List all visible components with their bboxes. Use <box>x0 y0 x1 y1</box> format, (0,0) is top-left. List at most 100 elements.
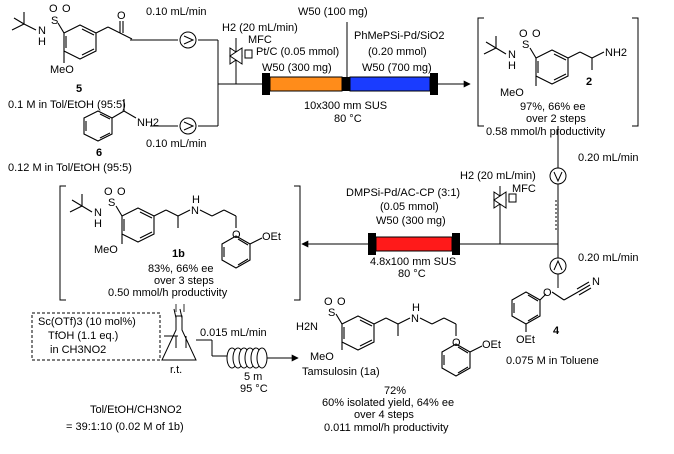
compound-1b-number: 1b <box>172 248 185 260</box>
compound-6-structure <box>83 99 137 142</box>
compound-4-structure <box>511 281 592 332</box>
coil-length: 5 m <box>244 371 263 383</box>
tamsulosin-productivity: 0.011 mmol/h productivity <box>324 422 449 434</box>
c5-s-atom: S <box>51 15 58 27</box>
c5-ketone-o-atom: O <box>117 10 126 22</box>
pump-4-flow-rate: 0.20 mL/min <box>578 252 639 264</box>
tamsulosin-isolated-yield: 60% isolated yield, 64% ee <box>322 397 455 409</box>
tam-h2n-group: H2N <box>296 321 318 333</box>
compound-5-concentration: 0.1 M in Tol/EtOH (95:5) <box>8 99 126 111</box>
c5-o2-atom: O <box>62 3 71 15</box>
tam-o2-atom: O <box>337 296 346 308</box>
compound-4-concentration: 0.075 M in Toluene <box>506 355 599 367</box>
reaction-solvent-mixture: Tol/EtOH/CH3NO2 <box>90 404 182 416</box>
compound-2-number: 2 <box>586 76 592 88</box>
compound-6-concentration: 0.12 M in Tol/EtOH (95:5) <box>8 162 132 174</box>
pump-5-flow-rate: 0.10 mL/min <box>146 6 207 18</box>
c4-oet-group: OEt <box>516 334 535 346</box>
tam-oet-group: OEt <box>482 339 501 351</box>
pump-6-flow-rate: 0.10 mL/min <box>146 138 207 150</box>
tam-nh-h-atom: H <box>412 302 420 314</box>
stage-2-lines <box>458 126 559 258</box>
mfc-top-icon <box>229 47 253 65</box>
c2-o2-atom: O <box>532 28 541 40</box>
h2-top-flow: H2 (20 mL/min) <box>222 22 298 34</box>
c1b-o2-atom: O <box>117 186 126 198</box>
compound-1b-structure <box>69 194 263 269</box>
reactor-1-bed-1: W50 (300 mg) <box>262 62 332 74</box>
tamsulosin-structure <box>335 313 483 377</box>
tam-s-atom: S <box>328 307 335 319</box>
c2-s-atom: S <box>522 39 529 51</box>
flask-icon <box>161 308 197 361</box>
compound-1b-productivity: 0.50 mmol/h productivity <box>108 287 228 299</box>
flask-temperature: r.t. <box>170 364 183 376</box>
reactor-1-bed-2: W50 (700 mg) <box>362 62 432 74</box>
c1b-o1-atom: O <box>104 186 113 198</box>
c5-n-atom: N <box>38 25 46 37</box>
separator-dashes <box>175 304 185 312</box>
c1b-ether-o-atom: O <box>232 229 241 241</box>
c2-meo-group: MeO <box>500 87 524 99</box>
reactor-2-size: 4.8x100 mm SUS <box>370 256 457 268</box>
c6-nh2-group: NH2 <box>137 117 159 129</box>
c2-h-atom: H <box>508 60 516 72</box>
reactor-1-temperature: 80 °C <box>334 113 362 125</box>
c5-meo-group: MeO <box>50 64 74 76</box>
acid-feed-box <box>31 312 161 361</box>
compound-2-bracket <box>477 17 639 127</box>
reactor-1-catalyst-2: PhMePSi-Pd/SiO2 <box>354 30 445 42</box>
compound-2-yield: 97%, 66% ee <box>520 101 586 113</box>
c2-n-atom: N <box>508 49 516 61</box>
c1b-meo-group: MeO <box>94 244 118 256</box>
reactor-3-lines <box>196 339 228 357</box>
reactor-1-catalyst-1: Pt/C (0.05 mmol) <box>256 46 340 58</box>
compound-2-steps: over 2 steps <box>526 113 586 125</box>
compound-5-number: 5 <box>76 83 82 95</box>
mfc-mid-icon <box>493 191 517 209</box>
reactor-2-bed: W50 (300 mg) <box>376 215 446 227</box>
reactor-1-size: 10x300 mm SUS <box>304 100 388 112</box>
mfc-top-label: MFC <box>248 34 272 46</box>
compound-4-number: 4 <box>553 325 560 337</box>
h2-mid-flow: H2 (20 mL/min) <box>460 170 536 182</box>
c4-n-atom: N <box>592 276 600 288</box>
pump-2-flow-rate: 0.20 mL/min <box>578 152 639 164</box>
pump-2-icon <box>549 167 567 185</box>
reactor-1-catalyst-2-amount: (0.20 mmol) <box>368 46 427 58</box>
compound-6-number: 6 <box>96 147 102 159</box>
compound-2-structure <box>483 36 605 86</box>
c2-o1-atom: O <box>519 28 528 40</box>
compound-5-structure <box>11 12 133 63</box>
pump-6-icon <box>179 117 197 135</box>
acid-solvent: in CH3NO2 <box>50 344 107 356</box>
coil-reactor-icon <box>226 347 268 369</box>
reactor-2-catalyst: DMPSi-Pd/AC-CP (3:1) <box>346 187 461 199</box>
compound-1b-bracket <box>59 185 301 301</box>
tam-nh-atom: N <box>411 313 419 325</box>
compound-1b-yield: 83%, 66% ee <box>148 263 214 275</box>
tamsulosin-steps: over 4 steps <box>354 409 414 421</box>
c1b-h-atom: H <box>94 218 102 230</box>
tam-o1-atom: O <box>324 296 333 308</box>
reactor-2-amount: (0.05 mmol) <box>380 201 439 213</box>
c4-o-atom: O <box>543 287 552 299</box>
acid-reagent-1: Sc(OTf)3 (10 mol%) <box>38 316 136 328</box>
tamsulosin-yield: 72% <box>384 385 407 397</box>
compound-1b-steps: over 3 steps <box>154 275 214 287</box>
c1b-nh-atom: N <box>191 205 199 217</box>
c1b-nh-h-atom: H <box>192 194 200 206</box>
reactor-1-column <box>262 22 438 95</box>
c1b-oet-group: OEt <box>262 231 281 243</box>
acid-reagent-2: TfOH (1.1 eq.) <box>48 330 119 342</box>
compound-2-productivity: 0.58 mmol/h productivity <box>486 126 606 138</box>
tamsulosin-name: Tamsulosin (1a) <box>302 366 380 378</box>
pump-5-icon <box>179 31 197 49</box>
c5-o1-atom: O <box>49 3 58 15</box>
c5-h-atom: H <box>38 36 46 48</box>
reactor-2-column <box>368 233 460 255</box>
c1b-n-atom: N <box>94 207 102 219</box>
reactor-2-temperature: 80 °C <box>398 268 426 280</box>
